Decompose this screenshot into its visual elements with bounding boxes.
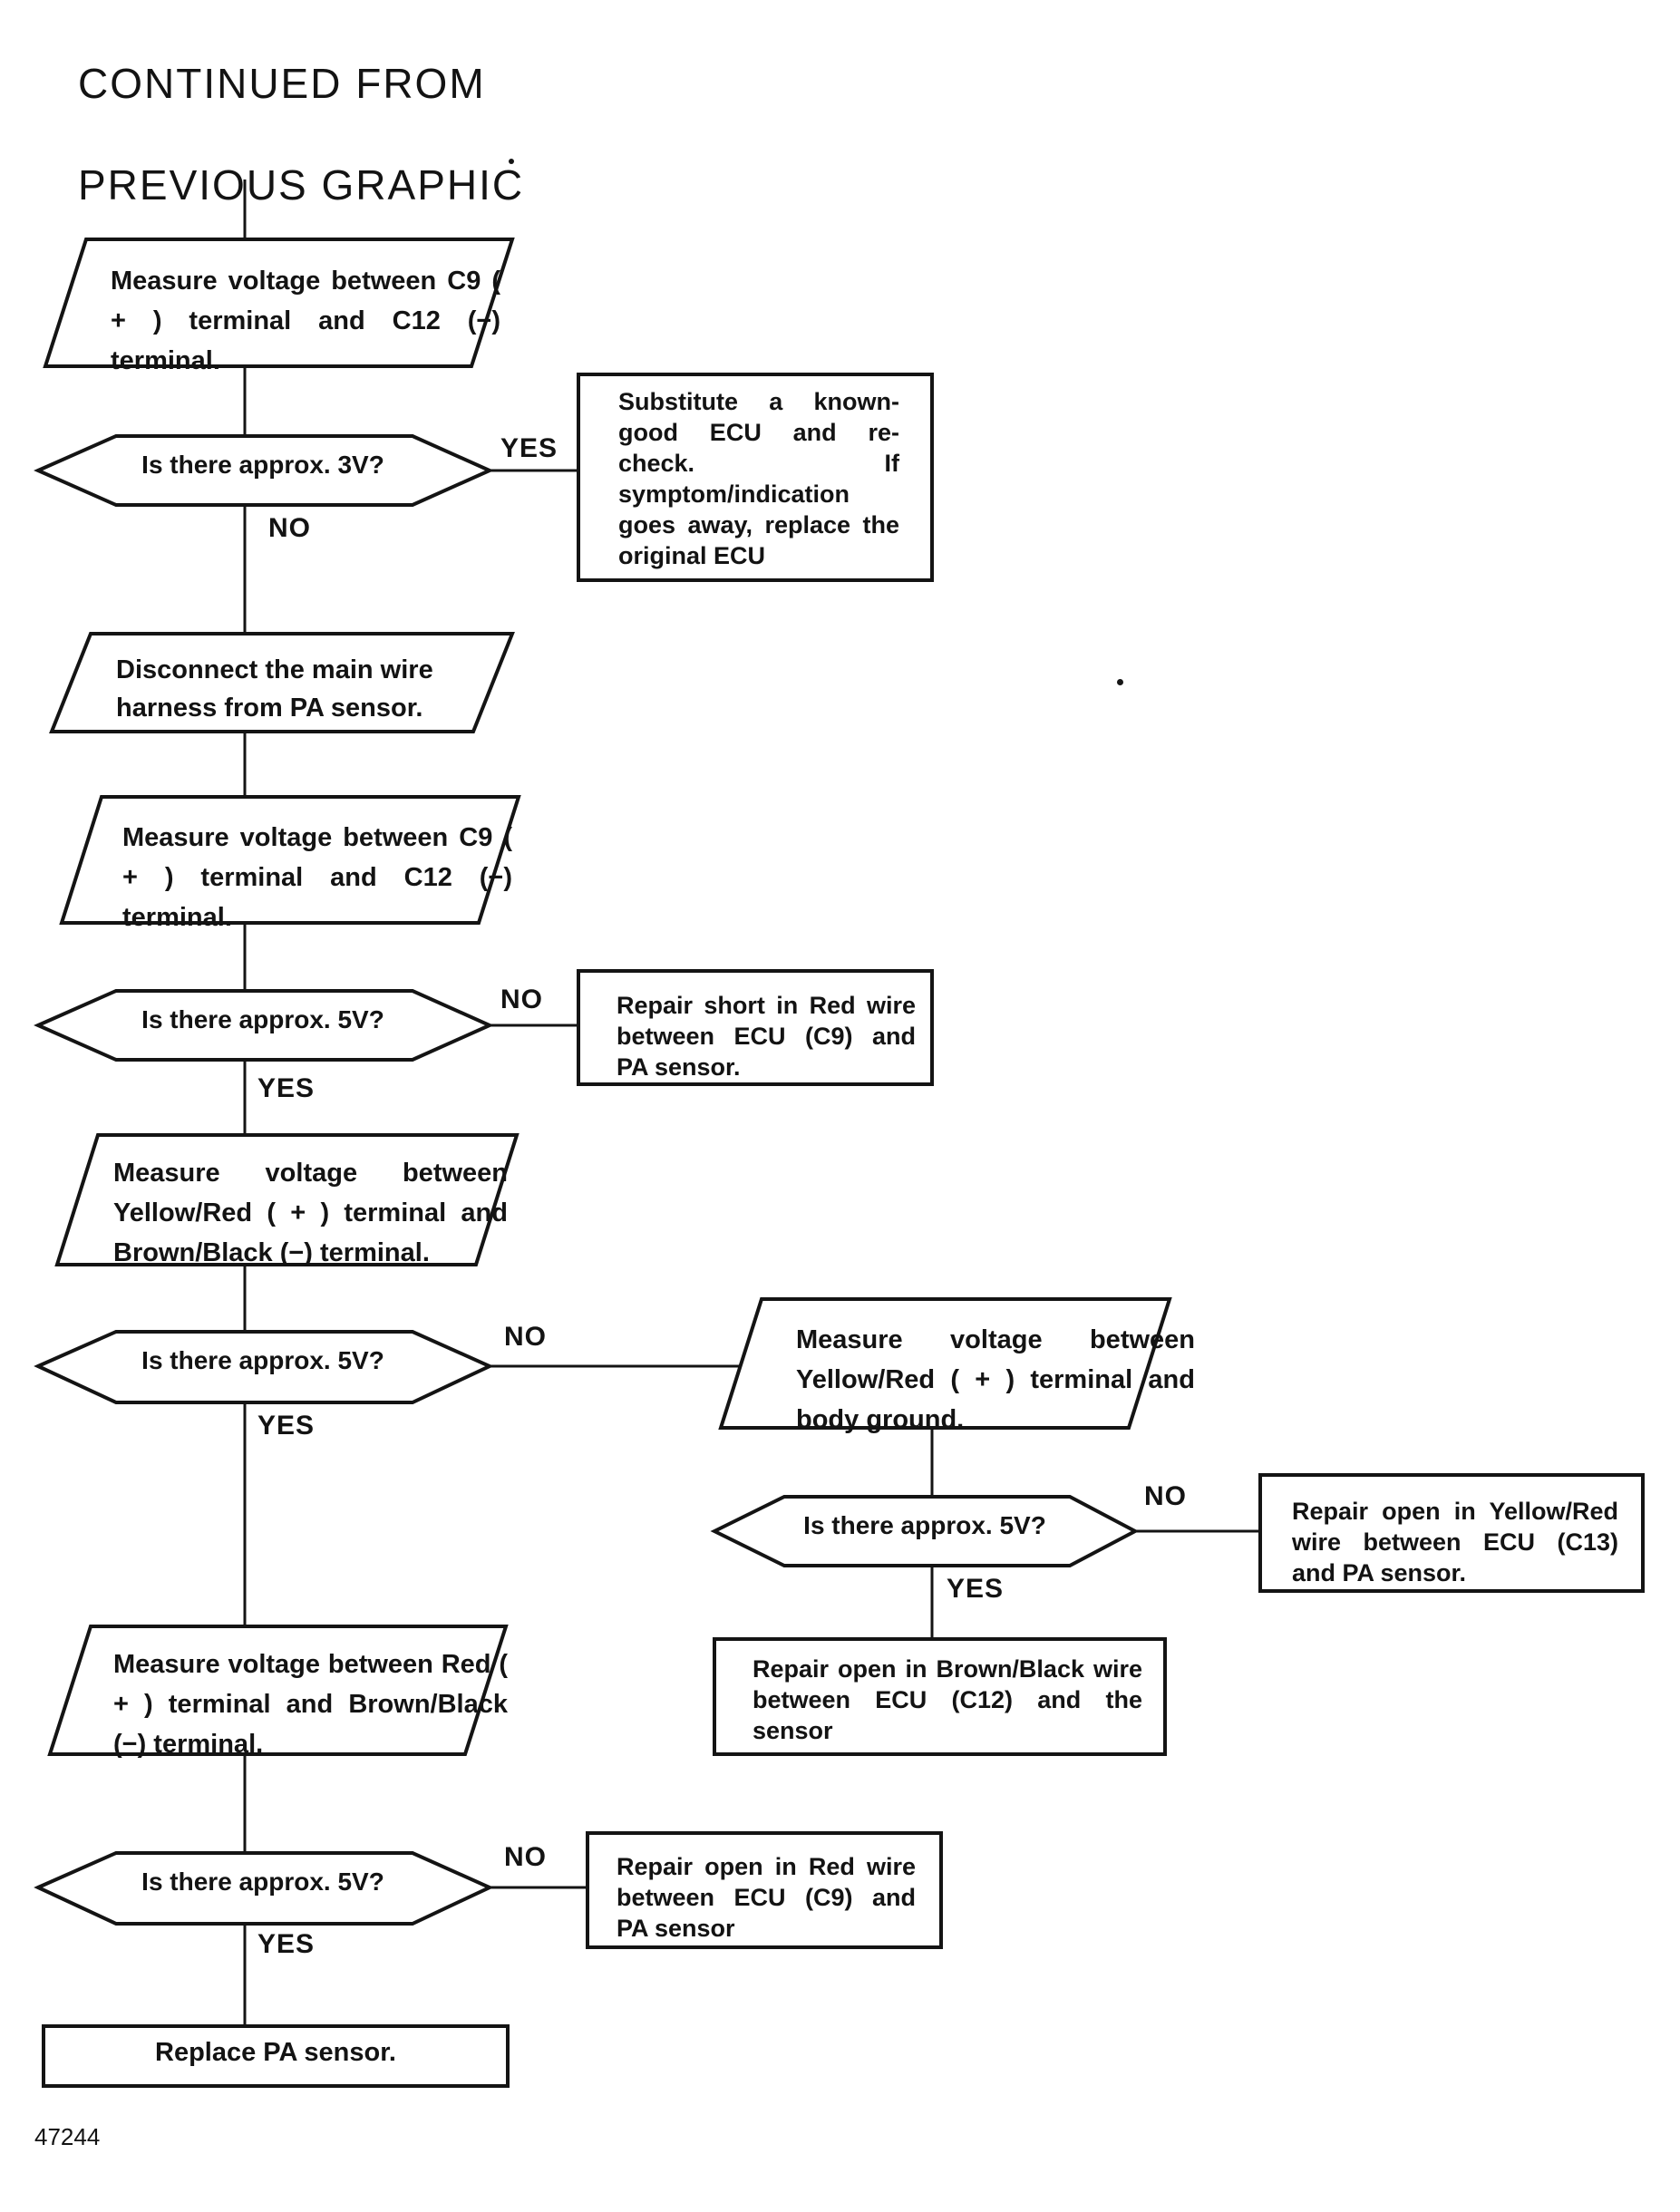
action-repair-open-yellowred-shape <box>1258 1473 1645 1593</box>
decision-approx-5v-2-shape <box>34 1330 494 1404</box>
h5-no-label: NO <box>1144 1481 1187 1511</box>
process-disconnect-harness-text: Disconnect the main wire harness from PA… <box>116 655 433 723</box>
figure-number: 47244 <box>34 2123 101 2150</box>
scan-artifact-dot <box>509 159 514 164</box>
page-title: CONTINUED FROM PREVIOUS GRAPHIC <box>78 58 658 210</box>
process-measure-red-brownblack-shape <box>47 1625 509 1756</box>
scan-artifact-dot <box>1117 679 1123 685</box>
page-title-line2: PREVIOUS GRAPHIC <box>78 161 525 209</box>
action-repair-open-yellowred-text: Repair open in Yellow/Red wire between E… <box>1292 1498 1618 1586</box>
process-measure-c9-c12-2-shape <box>59 795 521 925</box>
decision-approx-5v-2-text: Is there approx. 5V? <box>141 1346 384 1374</box>
connectors <box>243 179 1260 2026</box>
action-replace-pa-sensor-shape <box>42 2024 510 2088</box>
h3-yes-label: YES <box>257 1411 316 1441</box>
action-repair-open-brownblack-text: Repair open in Brown/Black wire between … <box>753 1655 1142 1744</box>
decision-approx-5v-4-text: Is there approx. 5V? <box>141 1868 384 1896</box>
process-measure-yellowred-ground-text: Measure voltage between Yellow/Red ( + )… <box>796 1325 1195 1434</box>
process-measure-c9-c12-2-text: Measure voltage between C9 ( + ) termina… <box>122 823 512 932</box>
h3-no-label: NO <box>504 1322 547 1352</box>
decision-approx-5v-1-shape <box>34 989 494 1062</box>
decision-approx-5v-1-text: Is there approx. 5V? <box>141 1005 384 1033</box>
process-measure-red-brownblack-text: Measure voltage between Red ( + ) termin… <box>113 1650 508 1759</box>
process-measure-c9-c12-1-shape <box>43 238 515 368</box>
h4-no-label: NO <box>504 1842 547 1872</box>
action-repair-open-red-shape <box>586 1831 943 1949</box>
action-repair-open-red-text: Repair open in Red wire between ECU (C9)… <box>617 1853 916 1942</box>
h4-yes-label: YES <box>257 1929 316 1959</box>
process-measure-c9-c12-1-text: Measure voltage between C9 ( + ) termina… <box>111 267 500 375</box>
decision-approx-5v-3-shape <box>710 1495 1140 1567</box>
process-measure-yellowred-ground-shape <box>718 1297 1172 1430</box>
h5-yes-label: YES <box>947 1574 1005 1604</box>
action-substitute-ecu-text: Substitute a known-good ECU and re-check… <box>618 388 899 569</box>
decision-approx-3v-shape <box>34 434 494 507</box>
action-substitute-ecu-shape <box>577 373 934 582</box>
decision-approx-5v-4-shape <box>34 1851 494 1926</box>
h1-no-label: NO <box>268 513 311 543</box>
process-measure-yellowred-brownblack-shape <box>54 1133 520 1266</box>
h1-yes-label: YES <box>500 433 558 463</box>
action-repair-short-red-shape <box>577 969 934 1086</box>
action-replace-pa-sensor-text: Replace PA sensor. <box>155 2038 396 2067</box>
action-repair-open-brownblack-shape <box>713 1637 1167 1756</box>
h2-no-label: NO <box>500 985 543 1014</box>
process-measure-yellowred-brownblack-text: Measure voltage between Yellow/Red ( + )… <box>113 1159 508 1267</box>
h2-yes-label: YES <box>257 1073 316 1103</box>
page-title-line1: CONTINUED FROM <box>78 60 486 107</box>
decision-approx-5v-3-text: Is there approx. 5V? <box>803 1511 1046 1539</box>
process-disconnect-harness-shape <box>49 632 515 733</box>
action-repair-short-red-text: Repair short in Red wire between ECU (C9… <box>617 992 916 1081</box>
decision-approx-3v-text: Is there approx. 3V? <box>141 451 384 479</box>
